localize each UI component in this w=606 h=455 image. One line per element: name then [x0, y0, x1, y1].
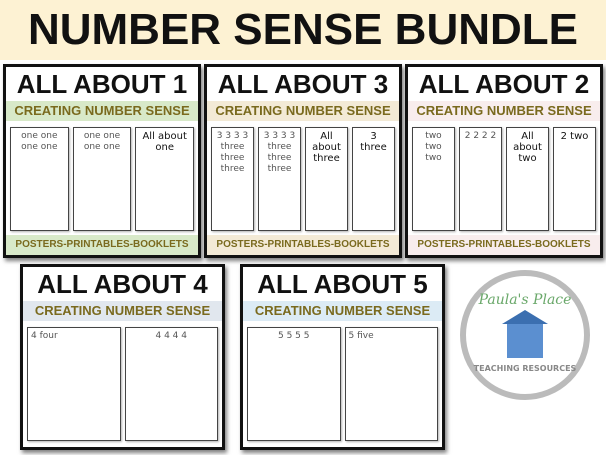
worksheet: one one one one [72, 127, 132, 231]
card-all-about-4: ALL ABOUT 4 CREATING NUMBER SENSE 4 four… [20, 264, 225, 450]
card-title: ALL ABOUT 4 [37, 269, 208, 299]
worksheet: 4 four [27, 327, 121, 441]
card-title: ALL ABOUT 1 [16, 69, 188, 99]
card-subtitle: CREATING NUMBER SENSE [408, 101, 600, 121]
header-banner: NUMBER SENSE BUNDLE [0, 0, 606, 60]
poster: 3 three [352, 127, 395, 231]
paulas-place-logo: Paula's Place TEACHING RESOURCES [460, 270, 590, 400]
card-subtitle: CREATING NUMBER SENSE [243, 301, 442, 321]
card-title: ALL ABOUT 3 [217, 69, 389, 99]
worksheet: 4 4 4 4 [124, 327, 218, 441]
card-all-about-3: ALL ABOUT 3 CREATING NUMBER SENSE 3 3 3 … [204, 64, 402, 258]
card-all-about-2: ALL ABOUT 2 CREATING NUMBER SENSE two tw… [405, 64, 603, 258]
logo-name: Paula's Place [478, 292, 572, 308]
booklet-cover: All about one [135, 127, 195, 231]
card-all-about-5: ALL ABOUT 5 CREATING NUMBER SENSE 5 5 5 … [240, 264, 445, 450]
poster: 2 two [553, 127, 596, 231]
bundle-title: NUMBER SENSE BUNDLE [27, 5, 579, 54]
card-footer: POSTERS-PRINTABLES-BOOKLETS [408, 235, 600, 255]
card-footer: POSTERS-PRINTABLES-BOOKLETS [207, 235, 399, 255]
worksheet: one one one one [10, 127, 69, 231]
booklet-cover: All about three [305, 127, 348, 231]
card-title: ALL ABOUT 5 [257, 269, 428, 299]
card-title: ALL ABOUT 2 [418, 69, 590, 99]
worksheet: 5 five [344, 327, 438, 441]
logo-tagline: TEACHING RESOURCES [473, 364, 577, 373]
worksheet: two two two [412, 127, 455, 231]
card-all-about-1: ALL ABOUT 1 CREATING NUMBER SENSE one on… [3, 64, 201, 258]
worksheet: 3 3 3 3 three three three [258, 127, 301, 231]
worksheet: 3 3 3 3 three three three [211, 127, 254, 231]
card-subtitle: CREATING NUMBER SENSE [207, 101, 399, 121]
card-subtitle: CREATING NUMBER SENSE [23, 301, 222, 321]
worksheet: 5 5 5 5 [247, 327, 341, 441]
house-icon [502, 310, 548, 358]
worksheet: 2 2 2 2 [459, 127, 502, 231]
card-subtitle: CREATING NUMBER SENSE [6, 101, 198, 121]
booklet-cover: All about two [506, 127, 549, 231]
card-footer: POSTERS-PRINTABLES-BOOKLETS [6, 235, 198, 255]
